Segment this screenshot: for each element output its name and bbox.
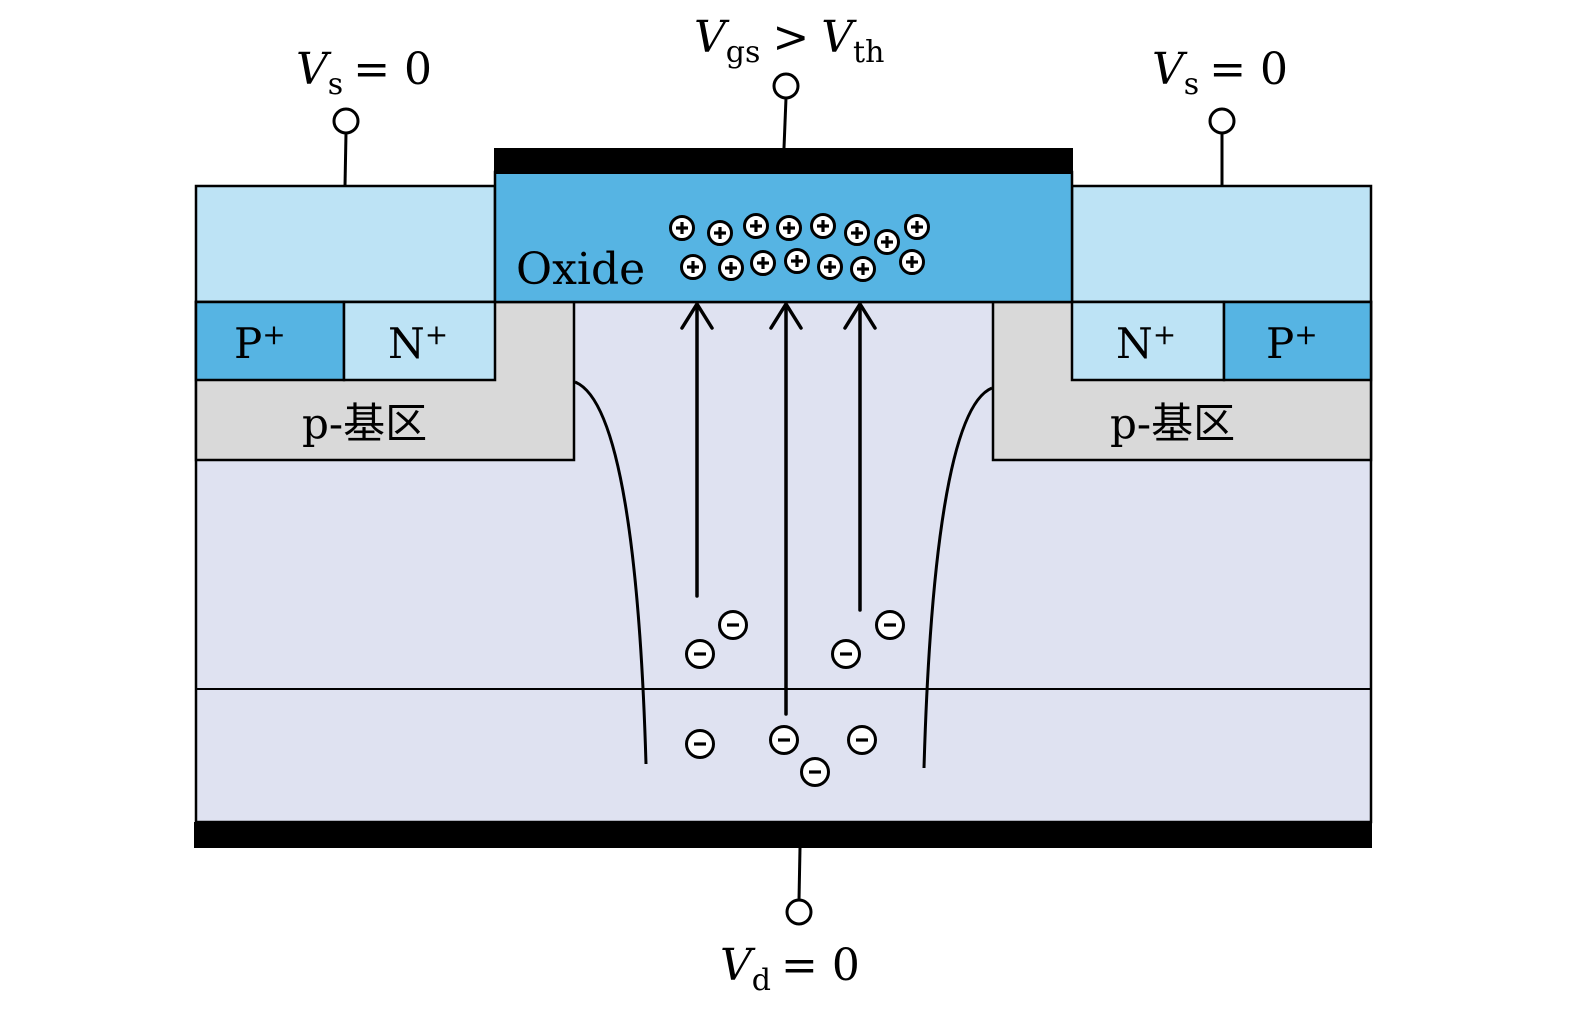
n-plus-left <box>342 300 497 382</box>
negative-charge-5 <box>685 729 715 759</box>
positive-charge-14 <box>850 256 876 282</box>
source-right-contact <box>1208 107 1236 135</box>
negative-charge-6 <box>769 725 799 755</box>
positive-charges <box>669 213 930 282</box>
negative-charge-2 <box>685 639 715 669</box>
p-plus-left-label: P+ <box>234 318 286 368</box>
positive-charge-12 <box>784 248 810 274</box>
positive-charge-13 <box>817 254 843 280</box>
source-left-contact <box>332 107 360 135</box>
field-arrow-left-head <box>680 302 714 330</box>
positive-charge-5 <box>810 213 836 239</box>
gate-contact <box>772 72 800 100</box>
field-arrow-right-head <box>843 302 877 330</box>
source-metal-right <box>1070 184 1373 304</box>
field-arrow-center-head <box>769 302 803 330</box>
negative-charges <box>685 610 905 787</box>
n-plus-left-label: N+ <box>388 318 448 368</box>
negative-charge-7 <box>847 725 877 755</box>
p-plus-left <box>194 300 346 382</box>
positive-charge-4 <box>776 215 802 241</box>
positive-charge-1 <box>669 215 695 241</box>
p-base-left-label: p-基区 <box>302 399 427 448</box>
n-plus-right-label: N+ <box>1116 318 1176 368</box>
source-left-lead <box>343 132 348 187</box>
drain-lead <box>797 847 802 901</box>
source-right-voltage-label: Vs= 0 <box>1152 44 1288 102</box>
positive-charge-9 <box>680 254 706 280</box>
positive-charge-10 <box>718 255 744 281</box>
positive-charge-11 <box>750 250 776 276</box>
gate-voltage-label: Vgs>Vth <box>694 12 884 70</box>
negative-charge-8 <box>800 757 830 787</box>
negative-charge-4 <box>831 639 861 669</box>
positive-charge-6 <box>844 220 870 246</box>
positive-charge-8 <box>904 214 930 240</box>
p-base-right-label: p-基区 <box>1110 399 1235 448</box>
positive-charge-2 <box>707 220 733 246</box>
drain-contact <box>785 898 813 926</box>
drain-voltage-label: Vd= 0 <box>720 940 860 998</box>
negative-charge-1 <box>718 610 748 640</box>
gate-lead <box>782 97 788 149</box>
depletion-boundary-right <box>922 386 993 769</box>
positive-charge-7 <box>874 229 900 255</box>
p-plus-right-label: P+ <box>1266 318 1318 368</box>
source-left-voltage-label: Vs= 0 <box>296 44 432 102</box>
drain-electrode <box>194 822 1372 848</box>
gate-electrode <box>494 148 1073 174</box>
p-plus-right <box>1222 300 1373 382</box>
positive-charge-15 <box>899 249 925 275</box>
negative-charge-3 <box>875 610 905 640</box>
depletion-boundary-left <box>574 380 648 765</box>
positive-charge-3 <box>743 213 769 239</box>
terminal-leads <box>332 72 1236 926</box>
field-arrows <box>680 302 877 716</box>
oxide-label: Oxide <box>516 244 645 295</box>
source-metal-left <box>194 184 497 304</box>
